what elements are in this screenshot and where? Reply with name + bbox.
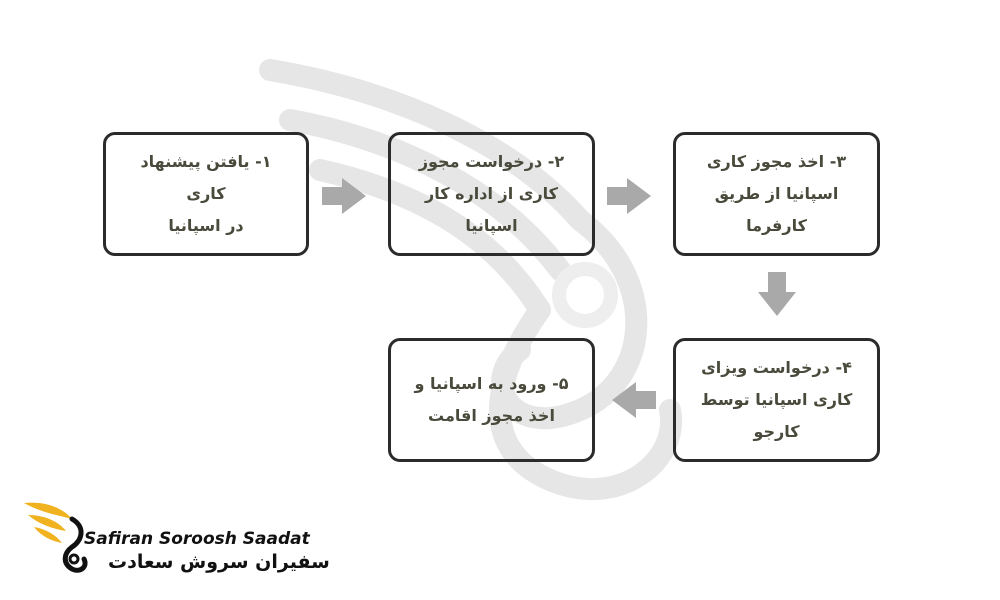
wing-logo-watermark	[259, 59, 683, 501]
wing-logo-icon	[24, 502, 88, 573]
step-2-box: ۲- درخواست مجوز کاری از اداره کار اسپانی…	[388, 132, 595, 256]
step-3-line-2: اسپانیا از طریق کارفرما	[714, 184, 839, 235]
step-1-line-2: در اسپانیا	[168, 216, 244, 235]
arrow-left-icon	[612, 382, 656, 418]
logo-name-en: Safiran Soroosh Saadat	[84, 529, 310, 549]
step-3-line-1: ۳- اخذ مجوز کاری	[706, 152, 847, 171]
step-4-line-1: ۴- درخواست ویزای	[701, 358, 852, 377]
step-1-line-1: ۱- یافتن پیشنهاد کاری	[140, 152, 272, 203]
step-3-box: ۳- اخذ مجوز کاری اسپانیا از طریق کارفرما	[673, 132, 880, 256]
arrow-down-icon	[758, 272, 796, 316]
step-2-line-1: ۲- درخواست مجوز	[418, 152, 565, 171]
step-5-box: ۵- ورود به اسپانیا و اخذ مجوز اقامت	[388, 338, 595, 462]
step-2-line-2: کاری از اداره کار اسپانیا	[425, 184, 558, 235]
arrow-right-icon	[322, 178, 366, 214]
step-1-box: ۱- یافتن پیشنهاد کاری در اسپانیا	[103, 132, 309, 256]
company-logo: Safiran Soroosh Saadat سفیران سروش سعادت	[22, 497, 330, 587]
logo-name-fa: سفیران سروش سعادت	[108, 551, 330, 573]
step-4-box: ۴- درخواست ویزای کاری اسپانیا توسط کارجو	[673, 338, 880, 462]
step-4-line-3: کارجو	[753, 422, 800, 441]
step-5-line-1: ۵- ورود به اسپانیا و	[414, 374, 569, 393]
step-4-line-2: کاری اسپانیا توسط	[700, 390, 853, 409]
step-5-line-2: اخذ مجوز اقامت	[428, 406, 555, 425]
arrow-right-icon	[607, 178, 651, 214]
